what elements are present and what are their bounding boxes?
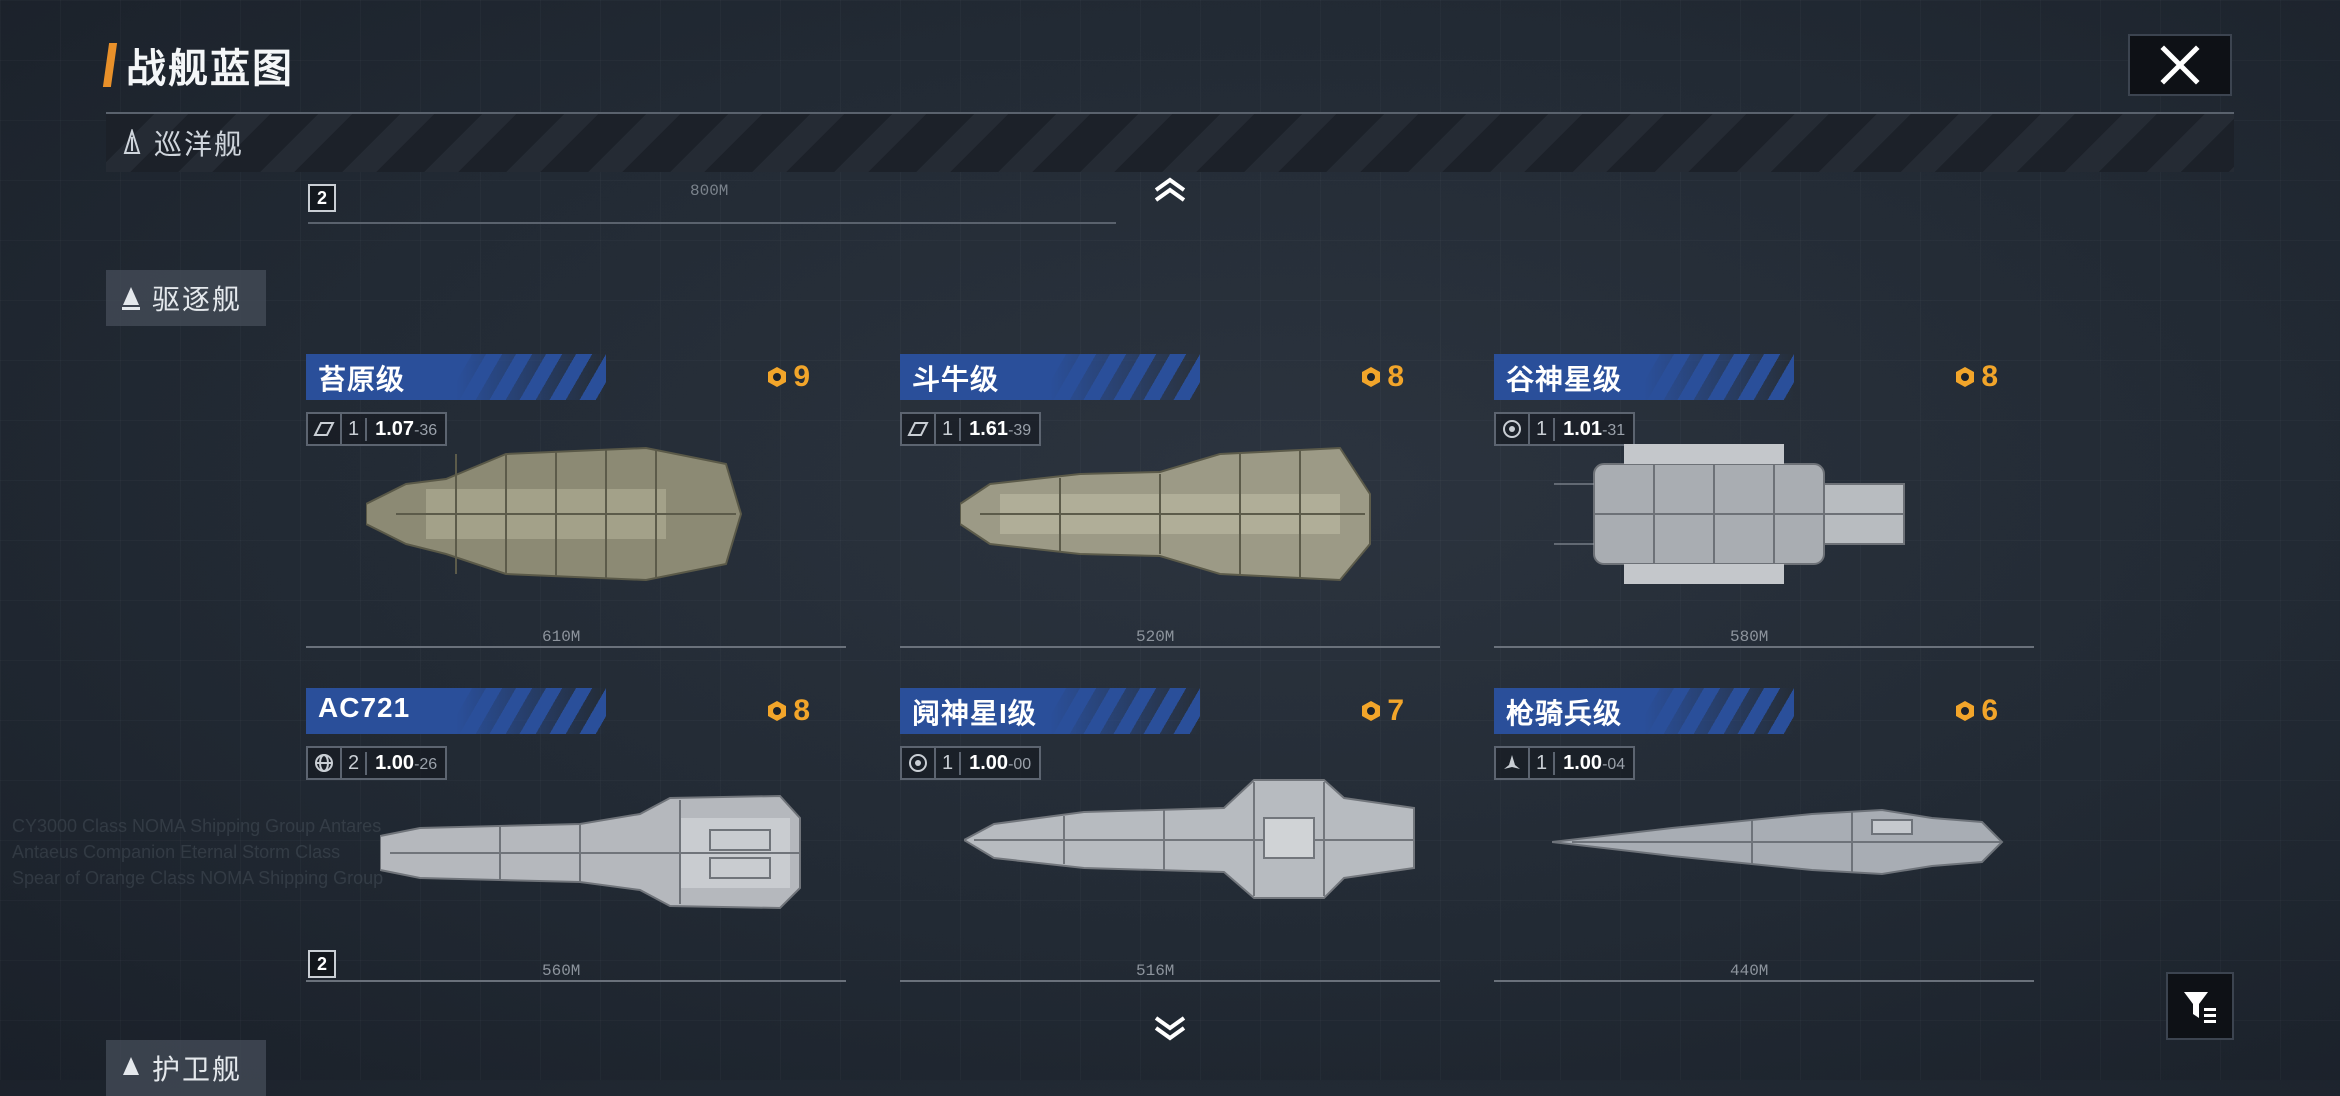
row-badge: 2 <box>308 950 336 978</box>
category-label: 护卫舰 <box>152 1054 243 1085</box>
row-badge: 2 <box>308 184 336 212</box>
header: 战舰蓝图 <box>102 40 294 91</box>
stat-value: 1.01-31 <box>1563 417 1626 440</box>
stat-level: 1 <box>1530 417 1556 441</box>
ship-card[interactable]: 苔原级 9 1 1.07-36 610M <box>306 354 846 664</box>
background-text: Antaeus Companion Eternal Storm Class <box>12 842 341 862</box>
close-button[interactable] <box>2128 34 2232 96</box>
scale-bar: 440M <box>1494 962 2034 988</box>
scale-bar: 580M <box>1494 628 2034 654</box>
ship-card[interactable]: 枪骑兵级 6 1 1.00-04 440M <box>1494 688 2034 998</box>
scale-line <box>308 222 1116 224</box>
rank-icon <box>1956 701 1975 721</box>
speed-icon <box>902 414 936 444</box>
title-accent <box>102 43 118 87</box>
background-text: CY3000 Class NOMA Shipping Group Antares <box>12 816 382 836</box>
stat-level: 1 <box>936 417 962 441</box>
ship-image <box>964 779 1415 899</box>
ship-name-banner <box>1494 354 1794 400</box>
ship-stat: 1 1.00-00 <box>900 746 1042 780</box>
stat-value: 1.00-00 <box>969 751 1032 774</box>
page-title: 战舰蓝图 <box>126 47 294 91</box>
ship-class-icon <box>122 287 140 310</box>
ship-rank: 8 <box>765 694 810 728</box>
ship-stat: 1 1.07-36 <box>306 412 448 446</box>
rank-icon <box>1362 701 1381 721</box>
category-label: 巡洋舰 <box>154 129 245 160</box>
ship-image <box>1552 808 2004 876</box>
stat-value: 1.07-36 <box>375 417 438 440</box>
stat-level: 1 <box>936 751 962 775</box>
speed-icon <box>308 414 342 444</box>
ship-name: 斗牛级 <box>912 364 1000 395</box>
category-button-destroyer[interactable]: 驱逐舰 <box>106 270 267 326</box>
stat-level: 1 <box>342 417 368 441</box>
scale-bar: 520M <box>900 628 1440 654</box>
ship-stat: 1 1.01-31 <box>1494 412 1636 446</box>
ship-name-banner <box>900 688 1200 734</box>
ship-image <box>1554 444 1905 584</box>
rank-value: 9 <box>793 360 810 393</box>
header-divider <box>106 112 2234 114</box>
ship-stat: 1 1.00-04 <box>1494 746 1636 780</box>
rank-icon <box>768 701 787 721</box>
filter-icon <box>2184 992 2216 1023</box>
stat-value: 1.00-04 <box>1563 751 1626 774</box>
target-icon <box>902 748 936 778</box>
ship-name-banner <box>306 354 606 400</box>
ship-card[interactable]: 谷神星级 8 1 1.01-31 580M <box>1494 354 2034 664</box>
stat-level: 1 <box>1530 751 1556 775</box>
rank-icon <box>1362 367 1381 387</box>
scale-bar: 610M <box>306 628 846 654</box>
stat-value: 1.00-26 <box>375 751 438 774</box>
ship-rank: 9 <box>765 360 810 394</box>
scale-length: 800M <box>690 182 729 200</box>
ship-name: 苔原级 <box>318 364 406 395</box>
ship-name-banner <box>900 354 1200 400</box>
ship-name: 谷神星级 <box>1506 364 1623 395</box>
target-icon <box>1496 414 1530 444</box>
ship-card[interactable]: AC721 8 2 1.00-26 2 560M <box>306 688 846 998</box>
ship-card[interactable]: 斗牛级 8 1 1.61-39 520M <box>900 354 1440 664</box>
background-text: Spear of Orange Class NOMA Shipping Grou… <box>12 868 384 888</box>
rank-value: 7 <box>1387 694 1404 727</box>
rank-value: 6 <box>1981 694 1998 727</box>
scroll-down-icon[interactable] <box>1152 1014 1188 1042</box>
filter-button[interactable] <box>2166 972 2234 1040</box>
ship-stat: 2 1.00-26 <box>306 746 448 780</box>
ship-name: AC721 <box>318 692 411 723</box>
ship-image <box>960 446 1371 582</box>
ship-class-icon <box>123 129 141 154</box>
ship-image <box>366 446 743 582</box>
scale-bar: 516M <box>900 962 1440 988</box>
rank-value: 8 <box>1981 360 1998 393</box>
ship-name-banner <box>306 688 606 734</box>
ship-rank: 7 <box>1359 694 1404 728</box>
ship-name-banner <box>1494 688 1794 734</box>
category-button-frigate[interactable]: 护卫舰 <box>106 1040 267 1096</box>
rank-icon <box>1956 367 1975 387</box>
scroll-up-icon[interactable] <box>1152 176 1188 204</box>
close-icon <box>2160 45 2200 85</box>
ship-stat: 1 1.61-39 <box>900 412 1042 446</box>
category-bar-cruiser[interactable]: 巡洋舰 <box>106 114 2234 172</box>
globe-icon <box>308 748 342 778</box>
ship-class-icon <box>123 1057 139 1075</box>
ship-image <box>380 794 801 910</box>
fighter-icon <box>1496 748 1530 778</box>
scale-bar: 560M <box>306 962 846 988</box>
ship-rank: 8 <box>1953 360 1998 394</box>
stat-value: 1.61-39 <box>969 417 1032 440</box>
ship-rank: 8 <box>1359 360 1404 394</box>
ship-name: 阋神星I级 <box>912 698 1037 729</box>
ship-card[interactable]: 阋神星I级 7 1 1.00-00 516M <box>900 688 1440 998</box>
category-label: 驱逐舰 <box>152 284 243 315</box>
rank-icon <box>768 367 787 387</box>
stat-level: 2 <box>342 751 368 775</box>
rank-value: 8 <box>793 694 810 727</box>
rank-value: 8 <box>1387 360 1404 393</box>
ship-name: 枪骑兵级 <box>1506 698 1623 729</box>
ship-rank: 6 <box>1953 694 1998 728</box>
